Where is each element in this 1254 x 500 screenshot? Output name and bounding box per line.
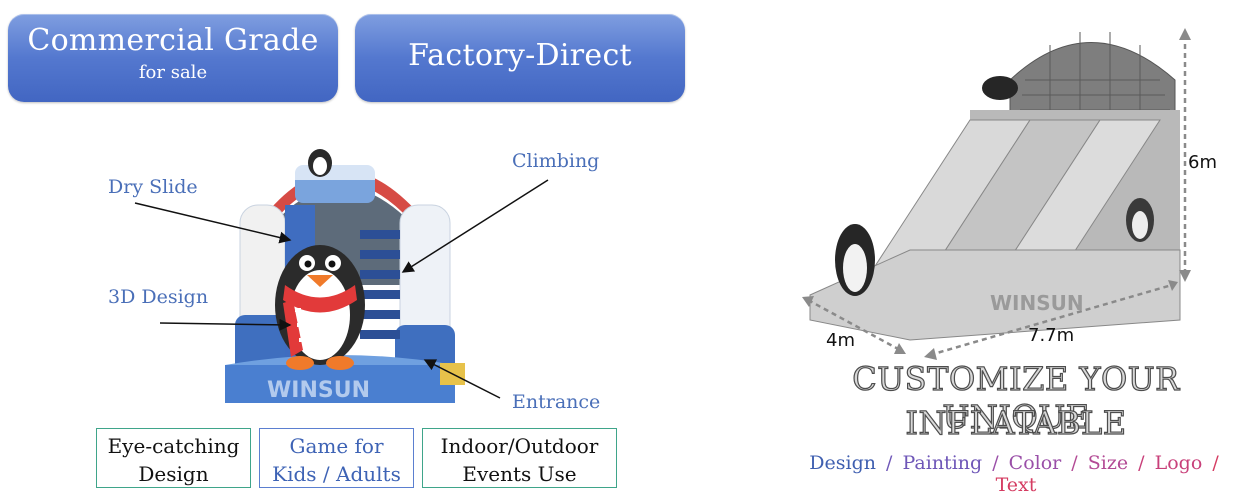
winsun-logo-right: WINSUN (990, 291, 1084, 315)
option-logo: Logo (1154, 452, 1203, 474)
feature-line2: Design (138, 462, 209, 486)
winsun-logo-left: WINSUN (267, 378, 370, 403)
dry-slide-arrow (134, 202, 292, 244)
option-separator: / (1212, 452, 1219, 474)
option-separator: / (1138, 452, 1145, 474)
option-separator: / (1071, 452, 1078, 474)
feature-indoor-outdoor: Indoor/Outdoor Events Use (422, 428, 617, 488)
feature-game-for: Game for Kids / Adults (259, 428, 414, 488)
option-color: Color (1008, 452, 1062, 474)
feature-line2: Events Use (462, 462, 577, 486)
option-separator: / (992, 452, 999, 474)
commercial-grade-subtitle: for sale (138, 62, 208, 83)
feature-line1: Eye-catching (107, 434, 240, 458)
factory-direct-title: Factory-Direct (408, 38, 632, 73)
dimension-length: 7.7m (1028, 325, 1075, 346)
option-design: Design (809, 452, 876, 474)
callout-climbing: Climbing (512, 150, 600, 172)
callout-3d-design: 3D Design (108, 286, 209, 308)
commercial-grade-title: Commercial Grade (27, 23, 319, 58)
3d-design-arrow (159, 318, 292, 331)
dimension-width: 4m (826, 330, 855, 351)
commercial-grade-badge: Commercial Grade for sale (8, 14, 338, 102)
grayscale-slide-photo: WINSUN (802, 28, 1191, 360)
headline-line1: CUSTOMIZE YOUR UNIQUE (852, 359, 1180, 436)
feature-eye-catching: Eye-catching Design (96, 428, 251, 488)
feature-line2: Kids / Adults (272, 462, 401, 486)
option-text: Text (995, 474, 1037, 496)
callout-arrows (134, 179, 549, 399)
option-size: Size (1087, 452, 1129, 474)
factory-direct-badge: Factory-Direct (355, 14, 685, 102)
feature-line1: Game for (289, 434, 384, 458)
dimension-height: 6m (1188, 152, 1217, 173)
callout-dry-slide: Dry Slide (108, 176, 198, 198)
feature-line1: Indoor/Outdoor (440, 434, 599, 458)
option-separator: / (886, 452, 893, 474)
headline-line2: INFLATABLE (905, 403, 1127, 442)
climbing-arrow (401, 179, 549, 273)
entrance-arrow (423, 359, 501, 399)
customization-options: Design / Painting / Color / Size / Logo … (786, 452, 1246, 496)
callout-entrance: Entrance (512, 391, 601, 413)
option-painting: Painting (902, 452, 983, 474)
